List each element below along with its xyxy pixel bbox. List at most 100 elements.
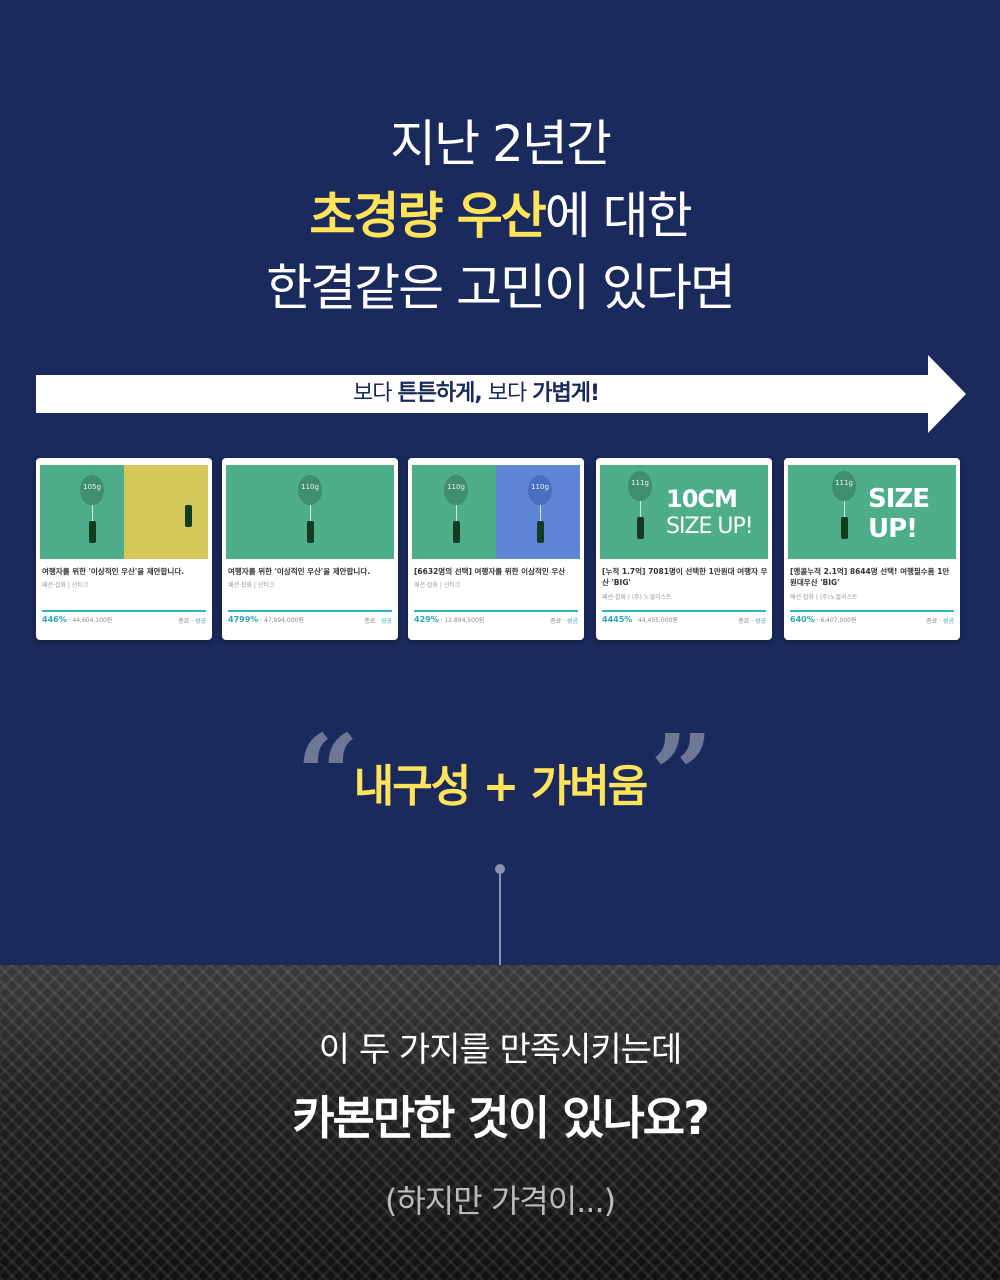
umbrella-icon [453, 521, 460, 543]
balloon-string [456, 505, 457, 521]
card-status-value: 성공 [380, 618, 392, 625]
card-funding: · 47,994,000원 [258, 617, 304, 624]
balloon-label: 110g [531, 483, 549, 491]
card-funding: · 12,894,500원 [438, 617, 485, 624]
card-progress-bar [790, 610, 954, 612]
arrow-text-bold2: 가볍게! [532, 381, 600, 406]
headline: 지난 2년간 초경량 우산에 대한 한결같은 고민이 있다면 [0, 108, 1000, 324]
headline-line2: 초경량 우산에 대한 [0, 180, 1000, 252]
card-status: 종료 · 성공 [364, 616, 392, 625]
card-status-label: 종료 · [738, 618, 755, 625]
balloon-string [310, 505, 311, 521]
balloon-icon [298, 475, 322, 505]
card-percent: 640% · 6,407,000원 [790, 615, 857, 624]
card-percent-value: 4799% [228, 615, 259, 624]
balloon-icon [628, 471, 652, 501]
funding-card-list: 105g 여행자를 위한 '이상적인 우산'을 제안합니다. 패션·잡화 | 선… [0, 458, 1000, 648]
card-funding: · 44,455,000원 [632, 617, 678, 624]
headline-line2-rest: 에 대한 [544, 187, 693, 245]
funding-card[interactable]: 105g 여행자를 위한 '이상적인 우산'을 제안합니다. 패션·잡화 | 선… [36, 458, 212, 640]
balloon-string [640, 501, 641, 517]
card-title: [6632명의 선택] 여행자를 위한 이상적인 우산 [414, 567, 566, 576]
card-funding: · 6,407,000원 [814, 617, 857, 624]
card-progress-bar [42, 610, 206, 612]
connector-line [499, 868, 501, 968]
card-big-text-2: SIZE UP! [666, 514, 754, 539]
balloon-icon [444, 475, 468, 505]
bottom-line2: 카본만한 것이 있나요? [292, 1091, 710, 1145]
top-section: 지난 2년간 초경량 우산에 대한 한결같은 고민이 있다면 보다 튼튼하게, … [0, 0, 1000, 968]
funding-card[interactable]: 111g 10CM SIZE UP! [누적 1.7억] 7081명이 선택한 … [596, 458, 772, 640]
card-category: 패션·잡화 | (주) 노멀리스트 [602, 594, 672, 601]
balloon-icon [528, 475, 552, 505]
headline-line3: 한결같은 고민이 있다면 [266, 259, 736, 317]
arrow-text-part1: 보다 [352, 381, 398, 406]
funding-card[interactable]: 111g SIZE UP! [앵콜누적 2.1억] 8644명 선택! 여행필수… [784, 458, 960, 640]
card-title: [앵콜누적 2.1억] 8644명 선택! 여행필수품 1만원대우산 'BIG' [790, 567, 950, 587]
card-status-value: 성공 [754, 618, 766, 625]
arrow-text-part2: 보다 [481, 381, 533, 406]
card-percent-value: 446% [42, 615, 67, 624]
card-status: 종료 · 성공 [926, 616, 954, 625]
card-thumbnail: 110g [226, 465, 394, 559]
card-progress-bar [602, 610, 766, 612]
card-status-value: 성공 [942, 618, 954, 625]
balloon-string [844, 501, 845, 517]
thumb-yellow-panel [124, 465, 208, 559]
balloon-label: 105g [83, 483, 101, 491]
card-thumbnail: 111g 10CM SIZE UP! [600, 465, 768, 559]
balloon-icon [80, 475, 104, 505]
balloon-label: 110g [447, 483, 465, 491]
card-status-label: 종료 · [926, 618, 943, 625]
card-status-label: 종료 · [364, 618, 381, 625]
card-percent-value: 429% [414, 615, 439, 624]
card-status-value: 성공 [194, 618, 206, 625]
card-category: 패션·잡화 | 선티크 [228, 582, 275, 589]
umbrella-icon [537, 521, 544, 543]
card-status: 종료 · 성공 [178, 616, 206, 625]
card-status-label: 종료 · [550, 618, 567, 625]
card-progress-bar [414, 610, 578, 612]
card-big-text-1: 10CM [666, 485, 738, 513]
card-percent: 4445% · 44,455,000원 [602, 615, 678, 624]
card-category: 패션·잡화 | (주)노멀리스트 [790, 594, 858, 601]
umbrella-icon [89, 521, 96, 543]
card-title: 여행자를 위한 '이상적인 우산'을 제안합니다. [42, 567, 185, 576]
umbrella-icon [185, 505, 192, 527]
card-percent-value: 640% [790, 615, 815, 624]
bottom-line1: 이 두 가지를 만족시키는데 [318, 1030, 683, 1070]
balloon-icon [832, 471, 856, 501]
umbrella-icon [307, 521, 314, 543]
quote-block: “ 내구성 + 가벼움 ” [0, 720, 1000, 830]
card-title: 여행자를 위한 '이상적인 우산'을 제안합니다. [228, 567, 371, 576]
card-thumbnail: 105g [40, 465, 208, 559]
arrow-banner-shape [36, 355, 966, 433]
balloon-label: 110g [301, 483, 319, 491]
card-category: 패션·잡화 | 선티크 [414, 582, 461, 589]
headline-highlight: 초경량 우산 [309, 187, 546, 245]
card-status-label: 종료 · [178, 618, 195, 625]
balloon-label: 111g [835, 479, 853, 487]
card-status: 종료 · 성공 [550, 616, 578, 625]
card-status-value: 성공 [566, 618, 578, 625]
bottom-line3: (하지만 가격이...) [384, 1182, 616, 1220]
card-funding: · 44,604,100원 [66, 617, 113, 624]
card-percent: 446% · 44,604,100원 [42, 615, 112, 624]
card-title: [누적 1.7억] 7081명이 선택한 1만원대 여행자 우산 'BIG' [602, 567, 768, 587]
card-big-text-1: SIZE [868, 484, 930, 514]
close-quote-icon: ” [650, 710, 714, 839]
balloon-string [92, 505, 93, 521]
umbrella-icon [841, 517, 848, 539]
card-big-text-2: UP! [868, 514, 918, 544]
headline-line1: 지난 2년간 [390, 115, 612, 173]
balloon-label: 111g [631, 479, 649, 487]
funding-card[interactable]: 110g 110g [6632명의 선택] 여행자를 위한 이상적인 우산 패션… [408, 458, 584, 640]
quote-text: 내구성 + 가벼움 [353, 761, 648, 812]
open-quote-icon: “ [296, 710, 360, 839]
arrow-text-bold1: 튼튼하게, [397, 381, 482, 406]
card-status: 종료 · 성공 [738, 616, 766, 625]
funding-card[interactable]: 110g 여행자를 위한 '이상적인 우산'을 제안합니다. 패션·잡화 | 선… [222, 458, 398, 640]
arrow-banner-text: 보다 튼튼하게, 보다 가볍게! [36, 374, 916, 414]
balloon-string [540, 505, 541, 521]
